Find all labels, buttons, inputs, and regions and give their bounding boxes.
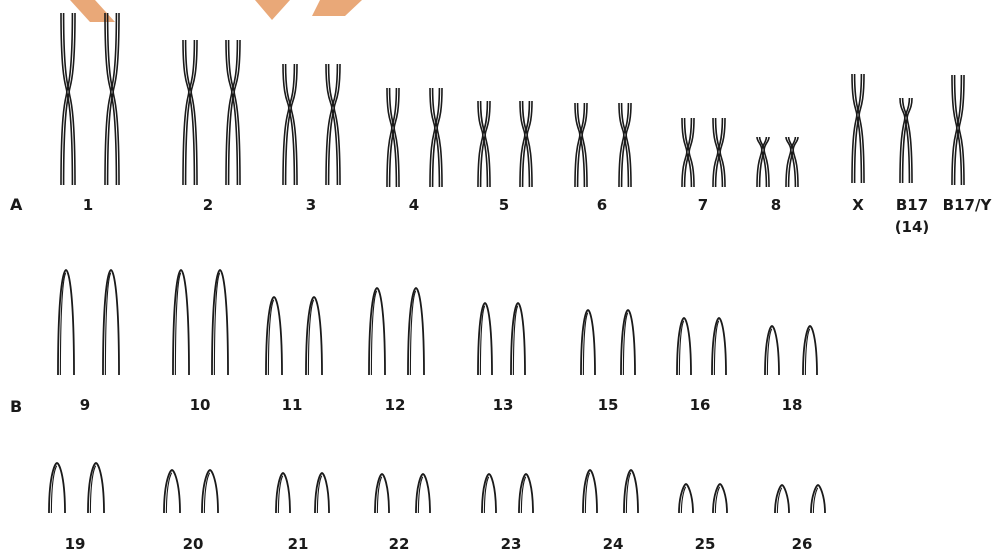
row-label-a: A: [10, 195, 23, 214]
chromosome-label-23: 23: [501, 535, 522, 553]
chromosome-4: [430, 88, 442, 187]
sex-chromosome-label-3: B17/Y: [943, 196, 993, 214]
chromosome-6: [575, 103, 587, 187]
chromosome-18: [765, 326, 779, 375]
chromosome-1: [61, 13, 75, 185]
chromosome-2: [183, 40, 197, 185]
chromosome-25: [713, 484, 727, 513]
chromosome-15: [581, 310, 595, 375]
chromosome-7: [713, 118, 725, 187]
chromosome-22: [375, 474, 389, 513]
chromosome-24: [583, 470, 597, 513]
chromosome-11: [266, 297, 282, 375]
chromosome-3: [326, 64, 340, 185]
chromosome-22: [416, 474, 430, 513]
chromosome-label-24: 24: [603, 535, 624, 553]
chromosome-12: [369, 288, 385, 375]
chromosome-label-13: 13: [493, 396, 514, 414]
chromosome-label-7: 7: [698, 196, 708, 214]
chromosome-16: [677, 318, 691, 375]
chromosome-9: [58, 270, 74, 375]
chromosome-23: [482, 474, 496, 513]
chromosome-6: [619, 103, 631, 187]
chromosome-label-21: 21: [288, 535, 309, 553]
sex-chromosome-sublabel-2: (14): [895, 218, 930, 236]
chromosome-label-25: 25: [695, 535, 716, 553]
watermark-shape: [255, 0, 290, 20]
sex-chromosome-label-1: X: [852, 196, 864, 214]
chromosome-label-20: 20: [183, 535, 204, 553]
chromosome-24: [624, 470, 638, 513]
chromosome-11: [306, 297, 322, 375]
chromosome-9: [103, 270, 119, 375]
chromosome-12: [408, 288, 424, 375]
chromosome-label-11: 11: [282, 396, 303, 414]
chromosome-26: [775, 485, 789, 513]
chromosome-label-5: 5: [499, 196, 509, 214]
chromosome-label-18: 18: [782, 396, 803, 414]
chromosome-label-1: 1: [83, 196, 93, 214]
chromosome-1: [105, 13, 119, 185]
chromosome-label-12: 12: [385, 396, 406, 414]
chromosome-label-8: 8: [771, 196, 781, 214]
chromosome-2: [226, 40, 240, 185]
chromosome-label-26: 26: [792, 535, 813, 553]
chromosome-18: [803, 326, 817, 375]
chromosome-label-15: 15: [598, 396, 619, 414]
chromosome-7: [682, 118, 694, 187]
sex-chromosome-x: [852, 74, 864, 183]
chromosome-10: [212, 270, 228, 375]
watermark-shape: [312, 0, 362, 16]
chromosome-label-3: 3: [306, 196, 316, 214]
chromosome-13: [478, 303, 492, 375]
chromosome-label-19: 19: [65, 535, 86, 553]
chromosome-20: [164, 470, 180, 513]
sex-chromosome-b17: [900, 98, 912, 183]
chromosome-15: [621, 310, 635, 375]
chromosome-13: [511, 303, 525, 375]
chromosome-10: [173, 270, 189, 375]
chromosome-20: [202, 470, 218, 513]
chromosome-25: [679, 484, 693, 513]
chromosome-label-6: 6: [597, 196, 607, 214]
chromosome-label-10: 10: [190, 396, 211, 414]
chromosome-label-16: 16: [690, 396, 711, 414]
chromosome-label-22: 22: [389, 535, 410, 553]
chromosome-19: [49, 463, 65, 513]
chromosome-21: [276, 473, 290, 513]
chromosome-23: [519, 474, 533, 513]
row-label-b: B: [10, 397, 22, 416]
chromosome-4: [387, 88, 399, 187]
chromosome-26: [811, 485, 825, 513]
chromosome-3: [283, 64, 297, 185]
chromosome-8: [786, 137, 798, 187]
sex-chromosome-b17-y: [952, 75, 964, 185]
chromosome-16: [712, 318, 726, 375]
chromosome-19: [88, 463, 104, 513]
chromosome-5: [520, 101, 532, 187]
chromosome-label-4: 4: [409, 196, 419, 214]
watermark-logo: [70, 0, 362, 22]
chromosome-8: [757, 137, 769, 187]
chromosome-5: [478, 101, 490, 187]
chromosome-label-9: 9: [80, 396, 90, 414]
sex-chromosome-label-2: B17: [896, 196, 928, 214]
chromosome-21: [315, 473, 329, 513]
chromosome-label-2: 2: [203, 196, 213, 214]
